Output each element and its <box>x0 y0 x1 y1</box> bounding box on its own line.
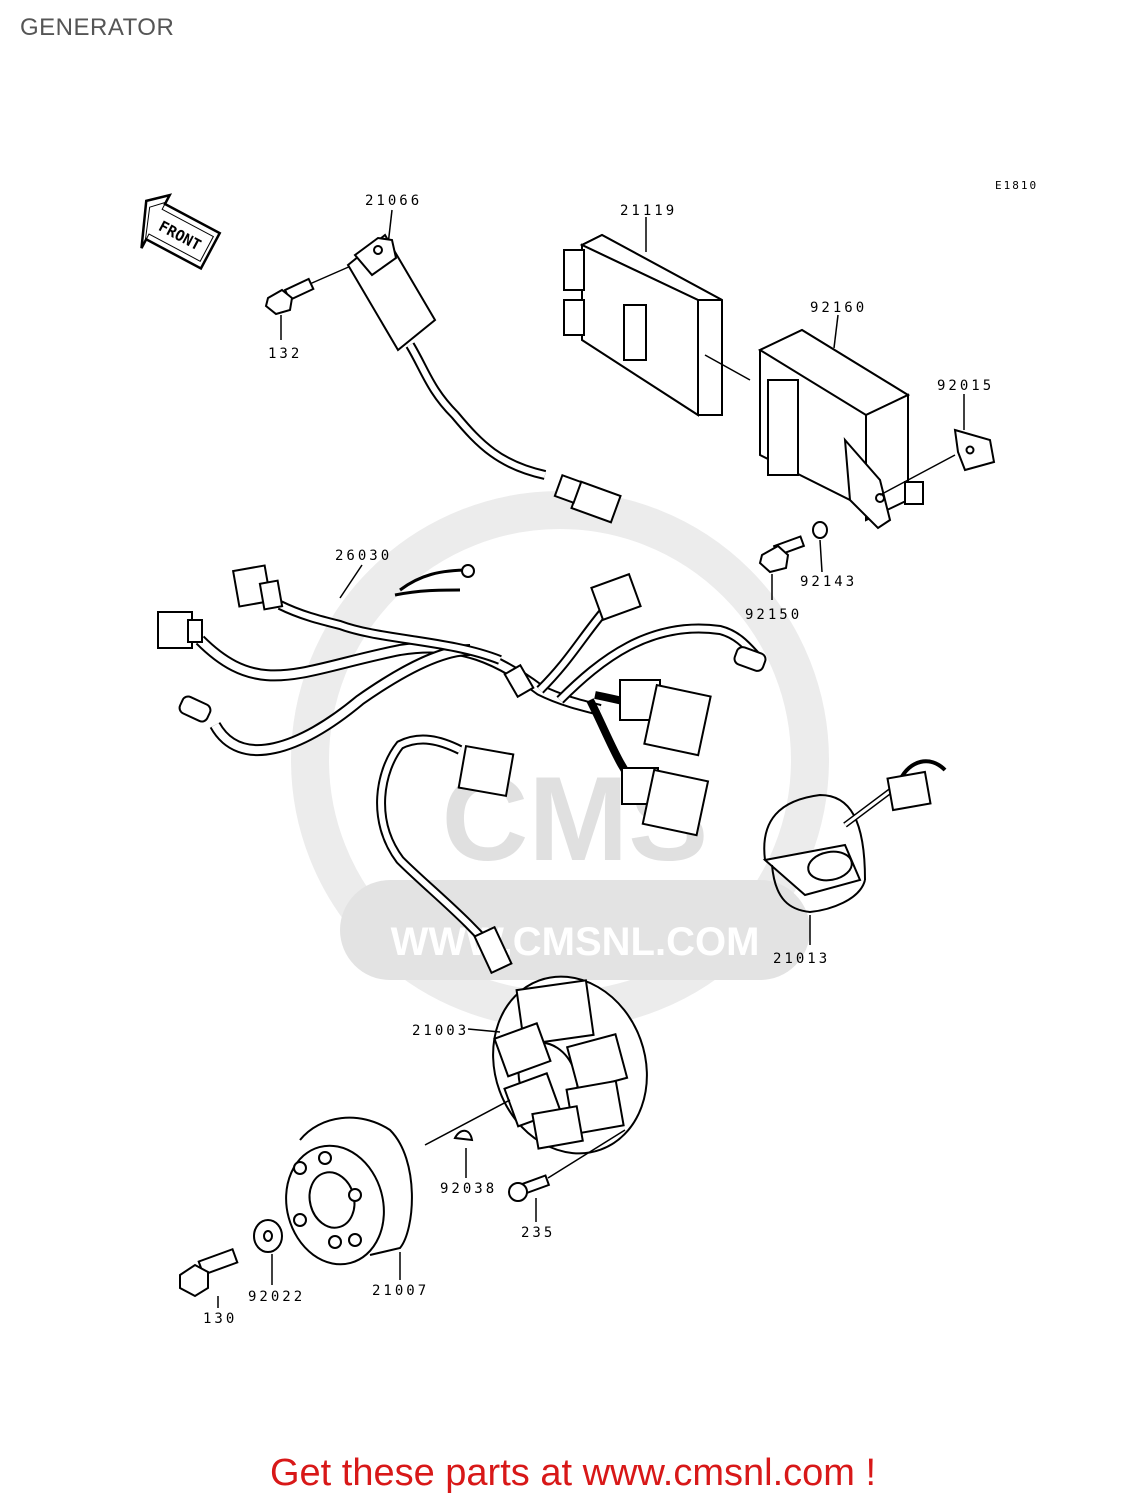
label-130: 130 <box>203 1311 237 1327</box>
screw-235 <box>508 1129 626 1222</box>
bolt-132 <box>264 261 361 340</box>
label-92015: 92015 <box>937 378 994 394</box>
harness-connectors <box>157 564 767 837</box>
bolt-130 <box>179 1247 239 1308</box>
footer-link[interactable]: Get these parts at www.cmsnl.com ! <box>269 1452 877 1494</box>
washer-92143 <box>812 521 828 573</box>
label-21066: 21066 <box>365 193 422 209</box>
part-92015-clamp <box>879 394 996 496</box>
label-92160: 92160 <box>810 300 867 316</box>
label-21013: 21013 <box>773 951 830 967</box>
label-21119: 21119 <box>620 203 677 219</box>
label-92150: 92150 <box>745 607 802 623</box>
part-21007-flywheel <box>285 1099 511 1280</box>
part-21003-stator <box>376 734 648 1155</box>
label-21007: 21007 <box>372 1283 429 1299</box>
label-21003: 21003 <box>412 1023 469 1039</box>
part-92038-key <box>453 1129 474 1178</box>
label-92022: 92022 <box>248 1289 305 1305</box>
watermark-url: WWW.CMSNL.COM <box>391 920 760 964</box>
page-title: GENERATOR <box>20 14 175 41</box>
part-21119-cdi-unit <box>563 217 751 417</box>
label-26030: 26030 <box>335 548 392 564</box>
diagram-code: E1810 <box>995 179 1038 192</box>
part-92160-unit <box>757 314 924 530</box>
bolt-92150 <box>758 535 806 600</box>
part-21013-coil <box>762 759 947 945</box>
label-92038: 92038 <box>440 1181 497 1197</box>
label-92143: 92143 <box>800 574 857 590</box>
front-direction-arrow: FRONT <box>140 193 222 271</box>
label-235: 235 <box>521 1225 555 1241</box>
footer-banner: Get these parts at www.cmsnl.com ! <box>0 1452 1146 1495</box>
part-21066-unit <box>346 209 622 524</box>
label-132: 132 <box>268 346 302 362</box>
washer-92022 <box>253 1219 283 1285</box>
part-26030-wiring-harness <box>195 564 764 793</box>
